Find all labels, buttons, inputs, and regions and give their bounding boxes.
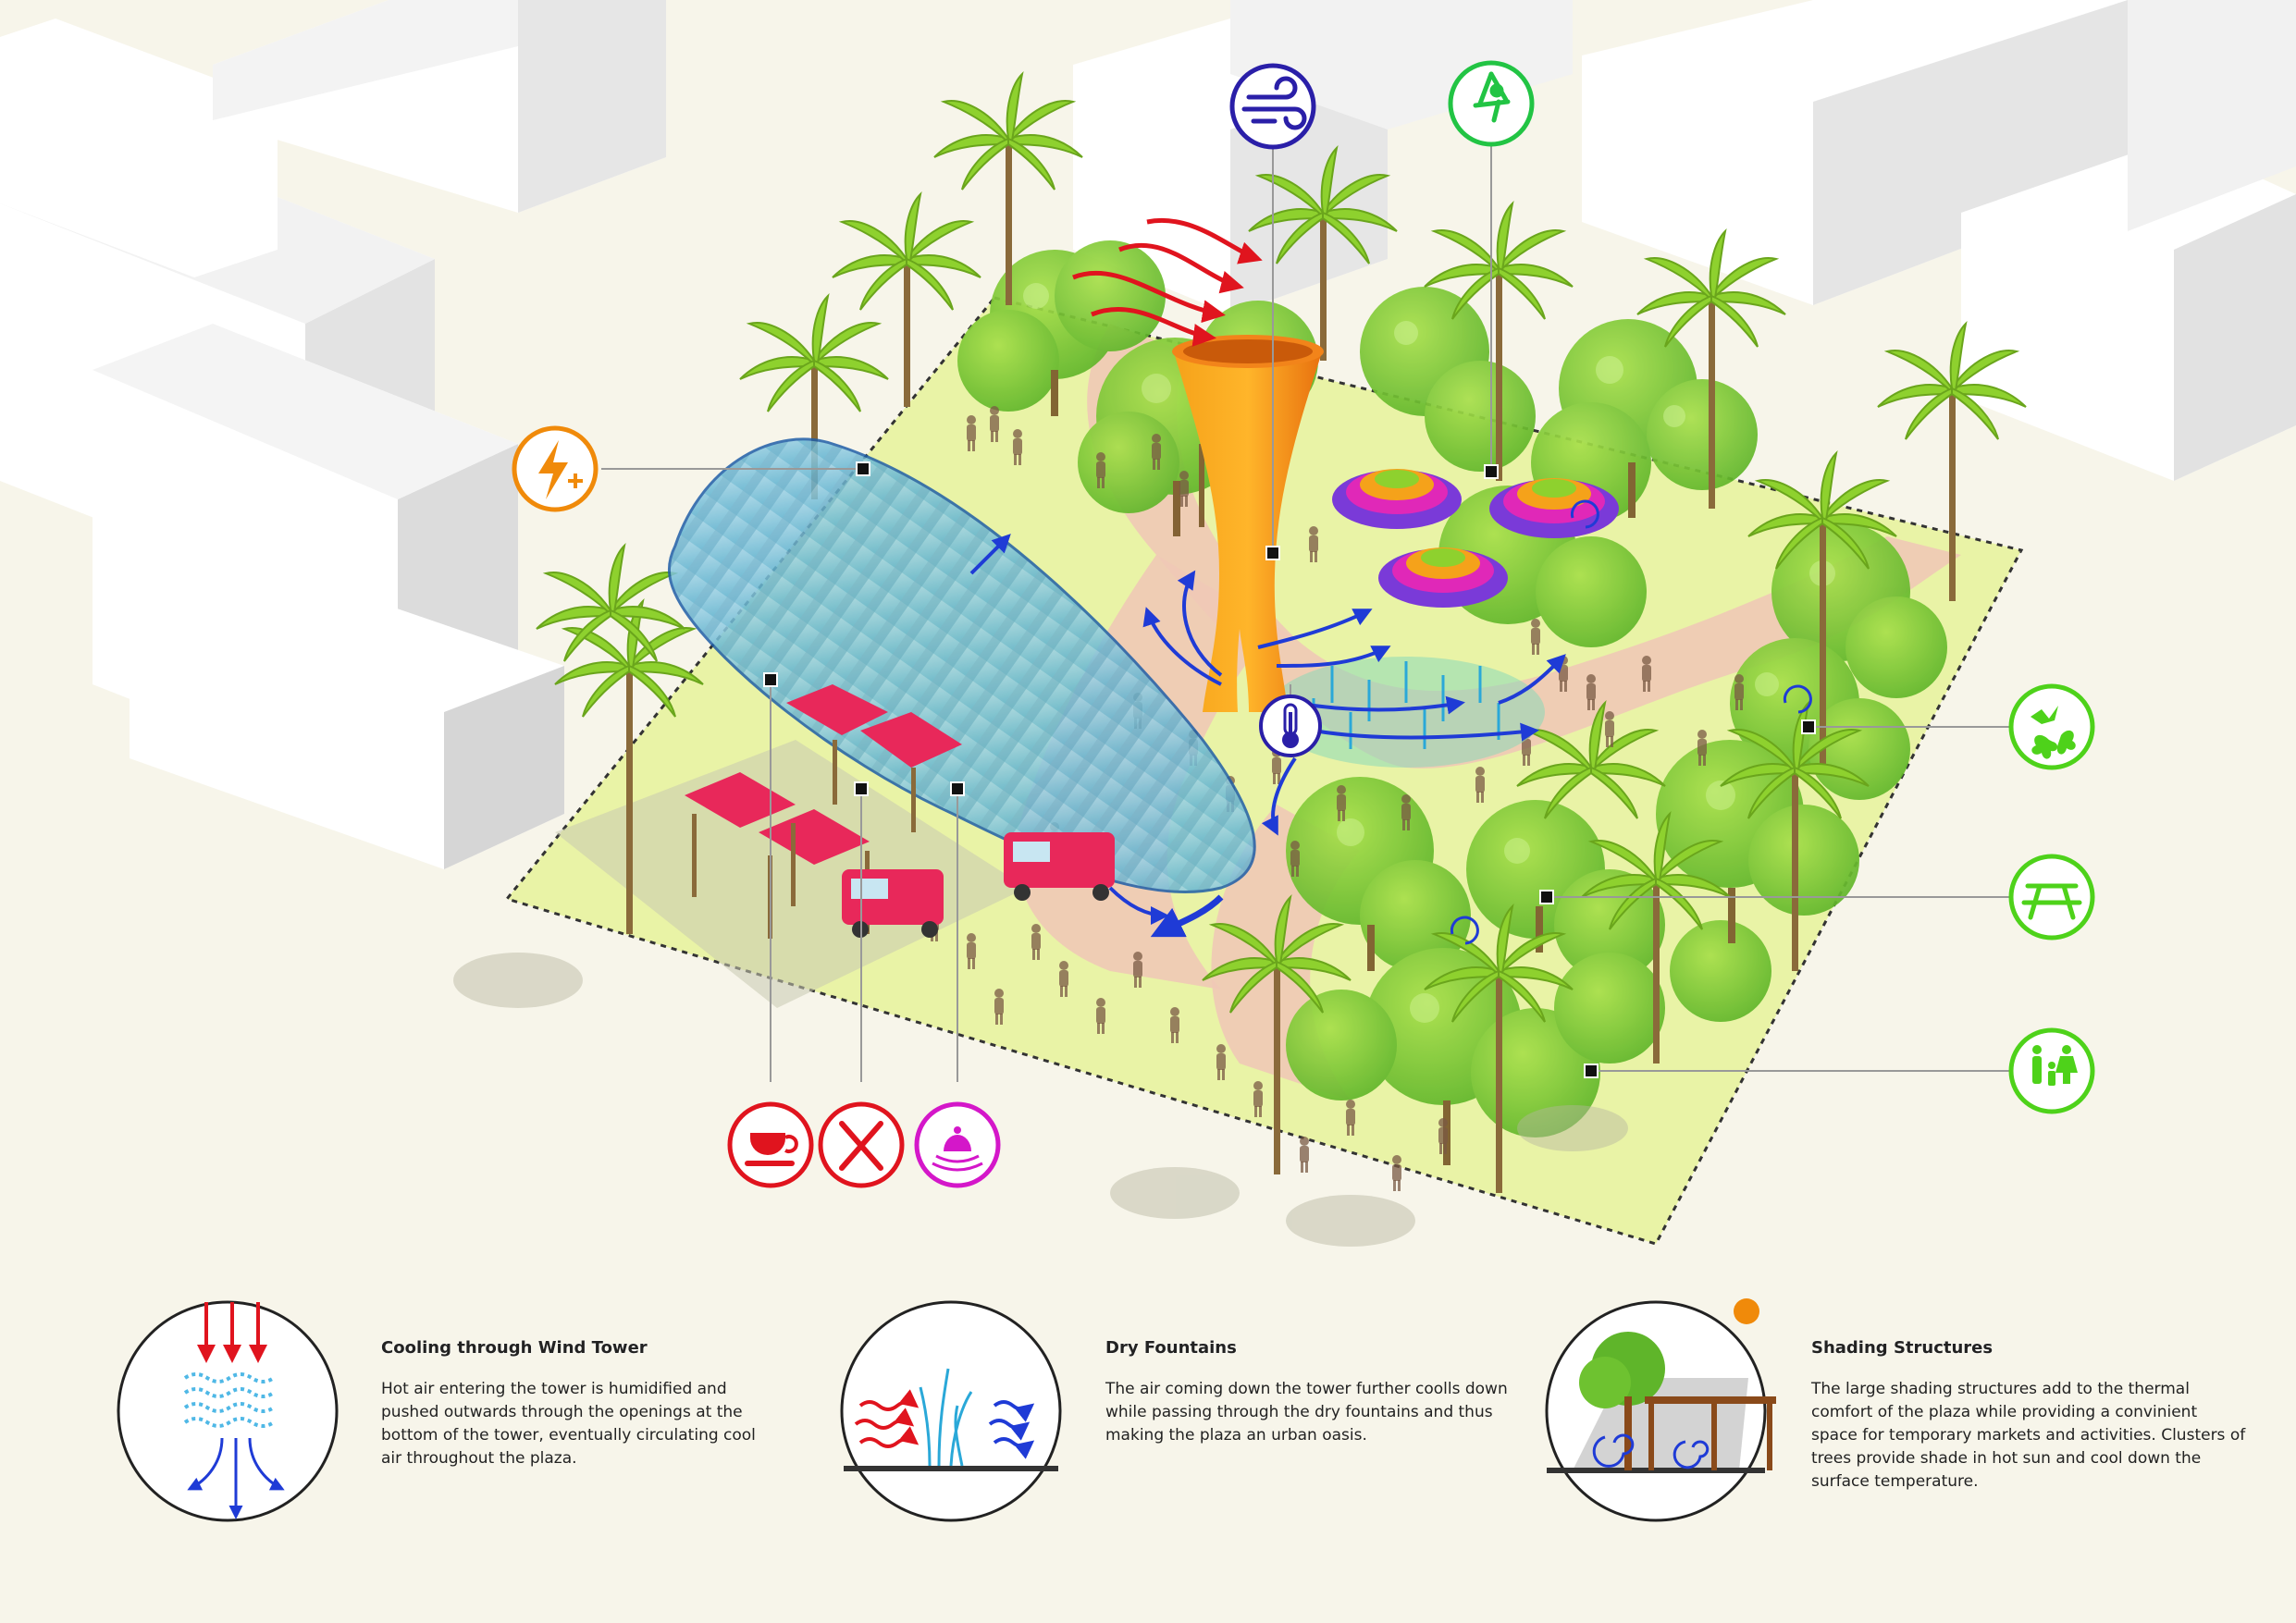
callout-title: Dry Fountains xyxy=(1105,1338,1237,1358)
airflow-arrows xyxy=(969,217,1812,945)
callout-dry-fountains-graphic xyxy=(840,1300,1062,1522)
dry-fountains xyxy=(1267,657,1545,768)
callout-wind-tower-graphic xyxy=(117,1300,339,1522)
palm-trees xyxy=(453,73,2027,1247)
playground-domes xyxy=(1332,469,1619,608)
wind-icon xyxy=(1229,63,1316,150)
callout-body: Hot air entering the tower is humidified… xyxy=(381,1380,756,1468)
family-icon xyxy=(2008,1027,2095,1114)
picnic-table-icon xyxy=(2008,854,2095,941)
callout-shading-graphic xyxy=(1545,1298,1776,1522)
background-buildings xyxy=(0,0,2296,869)
leader-markers xyxy=(763,461,1816,1078)
leader-lines xyxy=(601,143,2012,1082)
bird-butterfly-icon xyxy=(2008,683,2095,770)
cafe-icon xyxy=(727,1101,814,1188)
callout-body: The large shading structures add to the … xyxy=(1811,1380,2246,1491)
callout-title: Cooling through Wind Tower xyxy=(381,1338,648,1358)
solar-canopy xyxy=(667,437,1256,893)
swing-icon xyxy=(1448,60,1535,147)
market-stalls xyxy=(685,684,1115,939)
thermometer-icon xyxy=(1259,695,1322,757)
callout-body: The air coming down the tower further co… xyxy=(1105,1380,1508,1445)
fork-knife-icon xyxy=(818,1101,905,1188)
bell-icon xyxy=(914,1101,1001,1188)
callout-title: Shading Structures xyxy=(1811,1338,1994,1358)
energy-icon xyxy=(512,425,599,512)
